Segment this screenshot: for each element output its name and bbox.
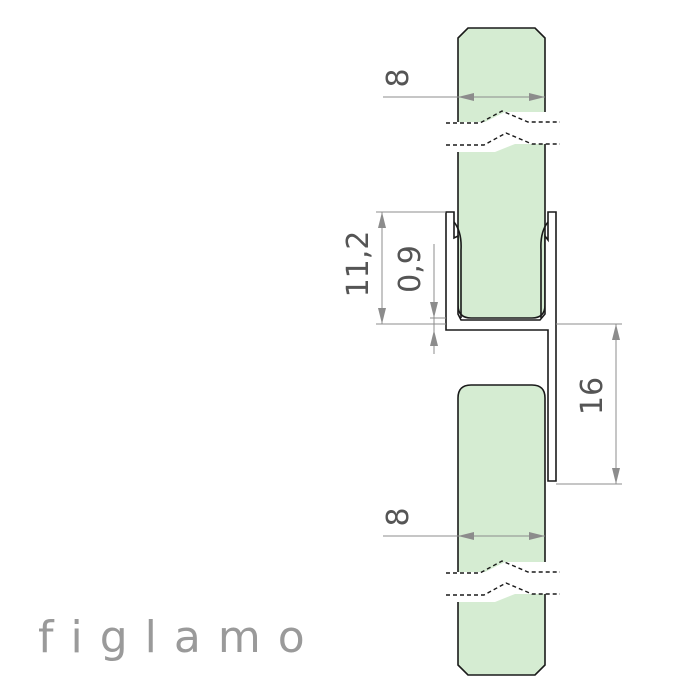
dimension-profile-height: 11,2 [341,211,446,325]
dimension-fin-length: 16 [556,323,622,485]
gap-label: 0,9 [393,245,428,293]
brand-watermark: figlamo [38,612,322,663]
upper-thickness-label: 8 [381,68,416,87]
dimension-lower-thickness: 8 [381,507,545,540]
fin-length-label: 16 [575,377,610,415]
upper-glass-panel [446,27,560,319]
lower-thickness-label: 8 [381,507,416,526]
lower-glass-panel [446,384,560,676]
dimension-upper-thickness: 8 [381,68,545,101]
dimension-gap: 0,9 [393,244,446,354]
profile-height-label: 11,2 [341,231,376,298]
seal-profile [445,211,557,482]
